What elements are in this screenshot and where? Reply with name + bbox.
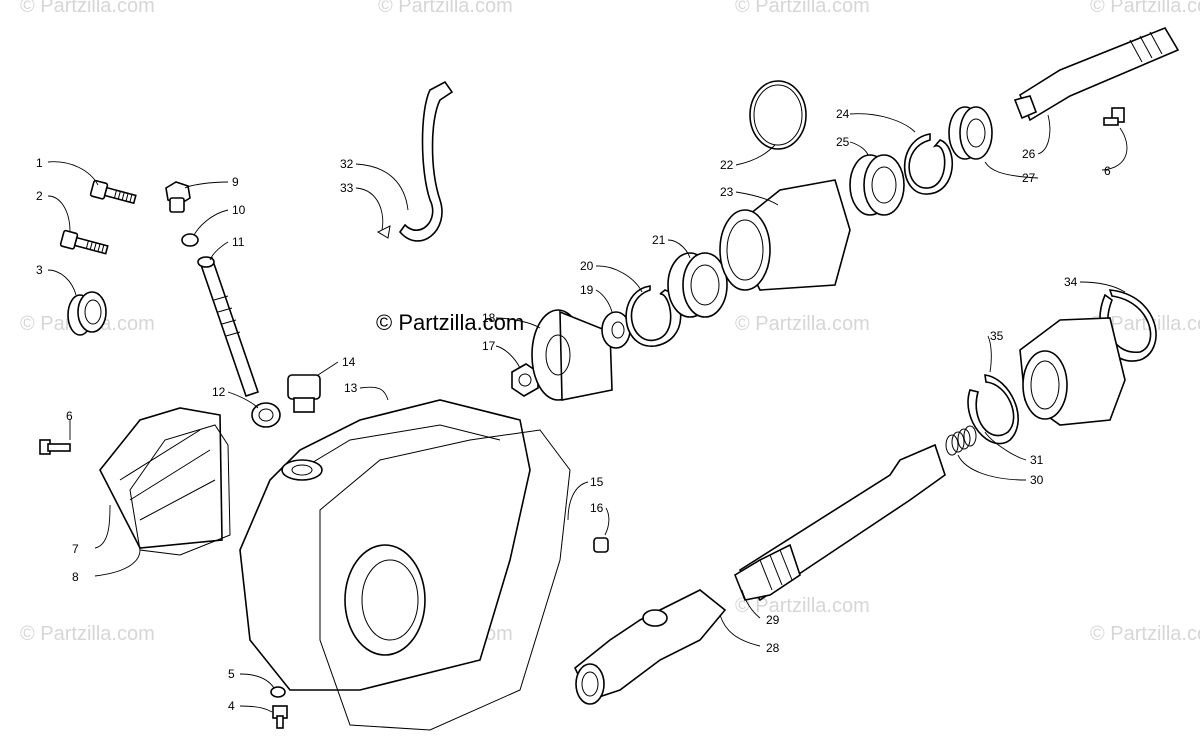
watermark: © Partzilla.com bbox=[378, 0, 513, 17]
part-28-u-joint bbox=[574, 589, 727, 705]
part-8-gasket bbox=[129, 424, 231, 556]
callout-label: 28 bbox=[766, 641, 780, 655]
callout-label: 5 bbox=[228, 667, 235, 681]
part-4-bolt bbox=[272, 705, 288, 729]
part-6-bolt bbox=[1103, 107, 1125, 126]
part-25-bearing bbox=[849, 154, 905, 216]
callout-label: 31 bbox=[1030, 453, 1044, 467]
callout-label: 24 bbox=[836, 107, 850, 121]
part-26-shaft bbox=[1013, 27, 1180, 122]
callout-labels: 1 2 3 4 5 6 6 7 8 9 10 11 12 13 14 15 16… bbox=[36, 107, 1111, 713]
callout-label: 23 bbox=[720, 185, 734, 199]
callout-label: 8 bbox=[72, 570, 79, 584]
part-23-sleeve bbox=[719, 179, 851, 291]
callout-label: 25 bbox=[836, 135, 850, 149]
part-11-shaft bbox=[197, 256, 260, 398]
callout-label: 12 bbox=[212, 385, 226, 399]
callout-label: 4 bbox=[228, 699, 235, 713]
watermark: © Partzilla.com bbox=[20, 623, 155, 645]
callout-label: 35 bbox=[990, 329, 1004, 343]
watermark: © Partzilla.com bbox=[1090, 623, 1200, 645]
callout-label: 21 bbox=[652, 233, 666, 247]
callout-label: 9 bbox=[232, 175, 239, 189]
callout-label: 11 bbox=[232, 235, 245, 249]
part-1-bolt bbox=[89, 179, 137, 205]
callout-label: 19 bbox=[580, 283, 594, 297]
watermark: © Partzilla.com bbox=[1090, 0, 1200, 17]
part-15-gasket bbox=[319, 429, 571, 731]
callout-label: 3 bbox=[36, 263, 43, 277]
part-31-boot bbox=[1019, 317, 1126, 426]
part-27-bearing bbox=[948, 106, 993, 160]
part-35-clamp bbox=[967, 374, 1019, 445]
part-12-seal bbox=[251, 402, 281, 428]
part-6-bolt bbox=[39, 439, 71, 455]
callout-label: 18 bbox=[482, 311, 496, 325]
callout-label: 20 bbox=[580, 259, 594, 273]
part-10-washer bbox=[181, 233, 199, 247]
callout-label: 32 bbox=[340, 157, 354, 171]
part-24-snap-ring bbox=[903, 133, 953, 195]
part-16-dowel bbox=[593, 537, 609, 553]
callout-label: 6 bbox=[66, 409, 73, 423]
callout-label: 17 bbox=[482, 339, 496, 353]
callout-label: 10 bbox=[232, 203, 246, 217]
leader-lines bbox=[47, 113, 1128, 713]
part-32-hose bbox=[398, 80, 454, 242]
part-30-spring bbox=[945, 425, 977, 456]
part-29-driveshaft bbox=[734, 443, 946, 602]
callout-label: 26 bbox=[1022, 147, 1036, 161]
part-2-bolt bbox=[59, 229, 109, 255]
part-7-cover bbox=[99, 407, 223, 549]
callout-label: 16 bbox=[590, 501, 604, 515]
callout-label: 14 bbox=[342, 355, 356, 369]
callout-label: 34 bbox=[1064, 275, 1078, 289]
callout-label: 15 bbox=[590, 475, 604, 489]
part-5-washer bbox=[270, 686, 286, 698]
watermark: © Partzilla.com bbox=[1090, 313, 1200, 335]
part-14-plug bbox=[287, 374, 321, 413]
part-3-seal bbox=[67, 291, 107, 336]
callout-label: 2 bbox=[36, 189, 43, 203]
callout-label: 33 bbox=[340, 181, 354, 195]
part-18-gear bbox=[531, 309, 613, 401]
part-22-o-ring bbox=[749, 80, 807, 150]
brand-label: © Partzilla.com bbox=[376, 310, 524, 335]
callout-label: 22 bbox=[720, 158, 734, 172]
callout-label: 7 bbox=[72, 542, 79, 556]
part-21-bearing bbox=[667, 252, 728, 318]
watermark: © Partzilla.com bbox=[20, 0, 155, 17]
part-33-clamp bbox=[376, 225, 391, 239]
callout-label: 27 bbox=[1022, 171, 1036, 185]
callout-label: 6 bbox=[1104, 164, 1111, 178]
watermark: © Partzilla.com bbox=[735, 313, 870, 335]
part-17-nut bbox=[511, 363, 539, 397]
callout-label: 29 bbox=[766, 613, 780, 627]
callout-label: 13 bbox=[344, 381, 358, 395]
part-20-snap-ring bbox=[625, 285, 682, 347]
watermark: © Partzilla.com bbox=[735, 0, 870, 17]
part-9-fitting bbox=[165, 181, 191, 213]
callout-label: 1 bbox=[36, 156, 43, 170]
part-13-housing bbox=[239, 399, 531, 691]
callout-label: 30 bbox=[1030, 473, 1044, 487]
watermark: © Partzilla.com bbox=[735, 595, 870, 617]
